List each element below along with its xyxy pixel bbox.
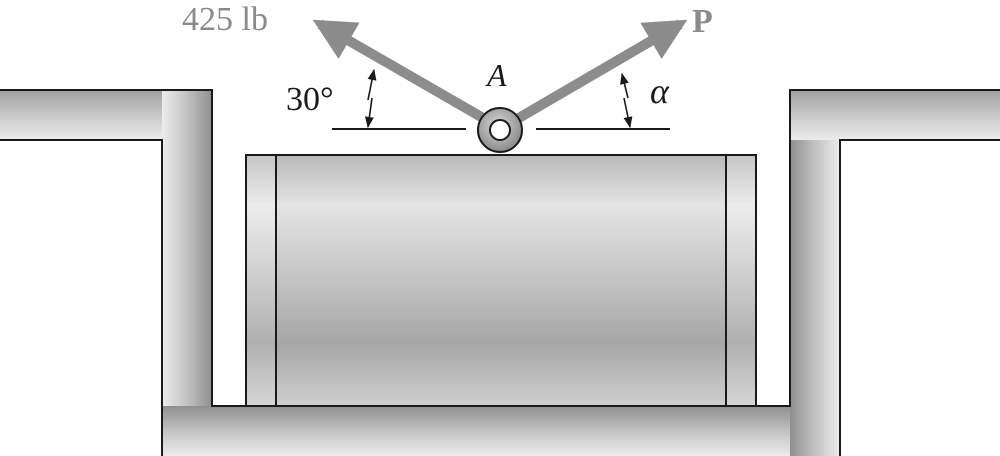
angle-right-label: α [650,71,670,111]
cylinder-end-right [725,154,757,407]
point-a-label: A [485,57,507,93]
cylinder [245,154,757,407]
cylinder-end-left [245,154,277,407]
force-left-label: 425 lb [182,1,268,38]
channel-right-ledge [790,90,1000,140]
channel-floor [162,406,840,456]
cylinder-body [245,154,757,407]
angle-arrow-right [620,72,629,99]
force-arrow-left [312,19,493,127]
force-right-label: P [692,3,713,40]
force-arrow-right [509,19,688,127]
angle-left-label: 30° [286,81,334,118]
angle-arrow-left [367,68,377,101]
pin-a [477,107,523,153]
